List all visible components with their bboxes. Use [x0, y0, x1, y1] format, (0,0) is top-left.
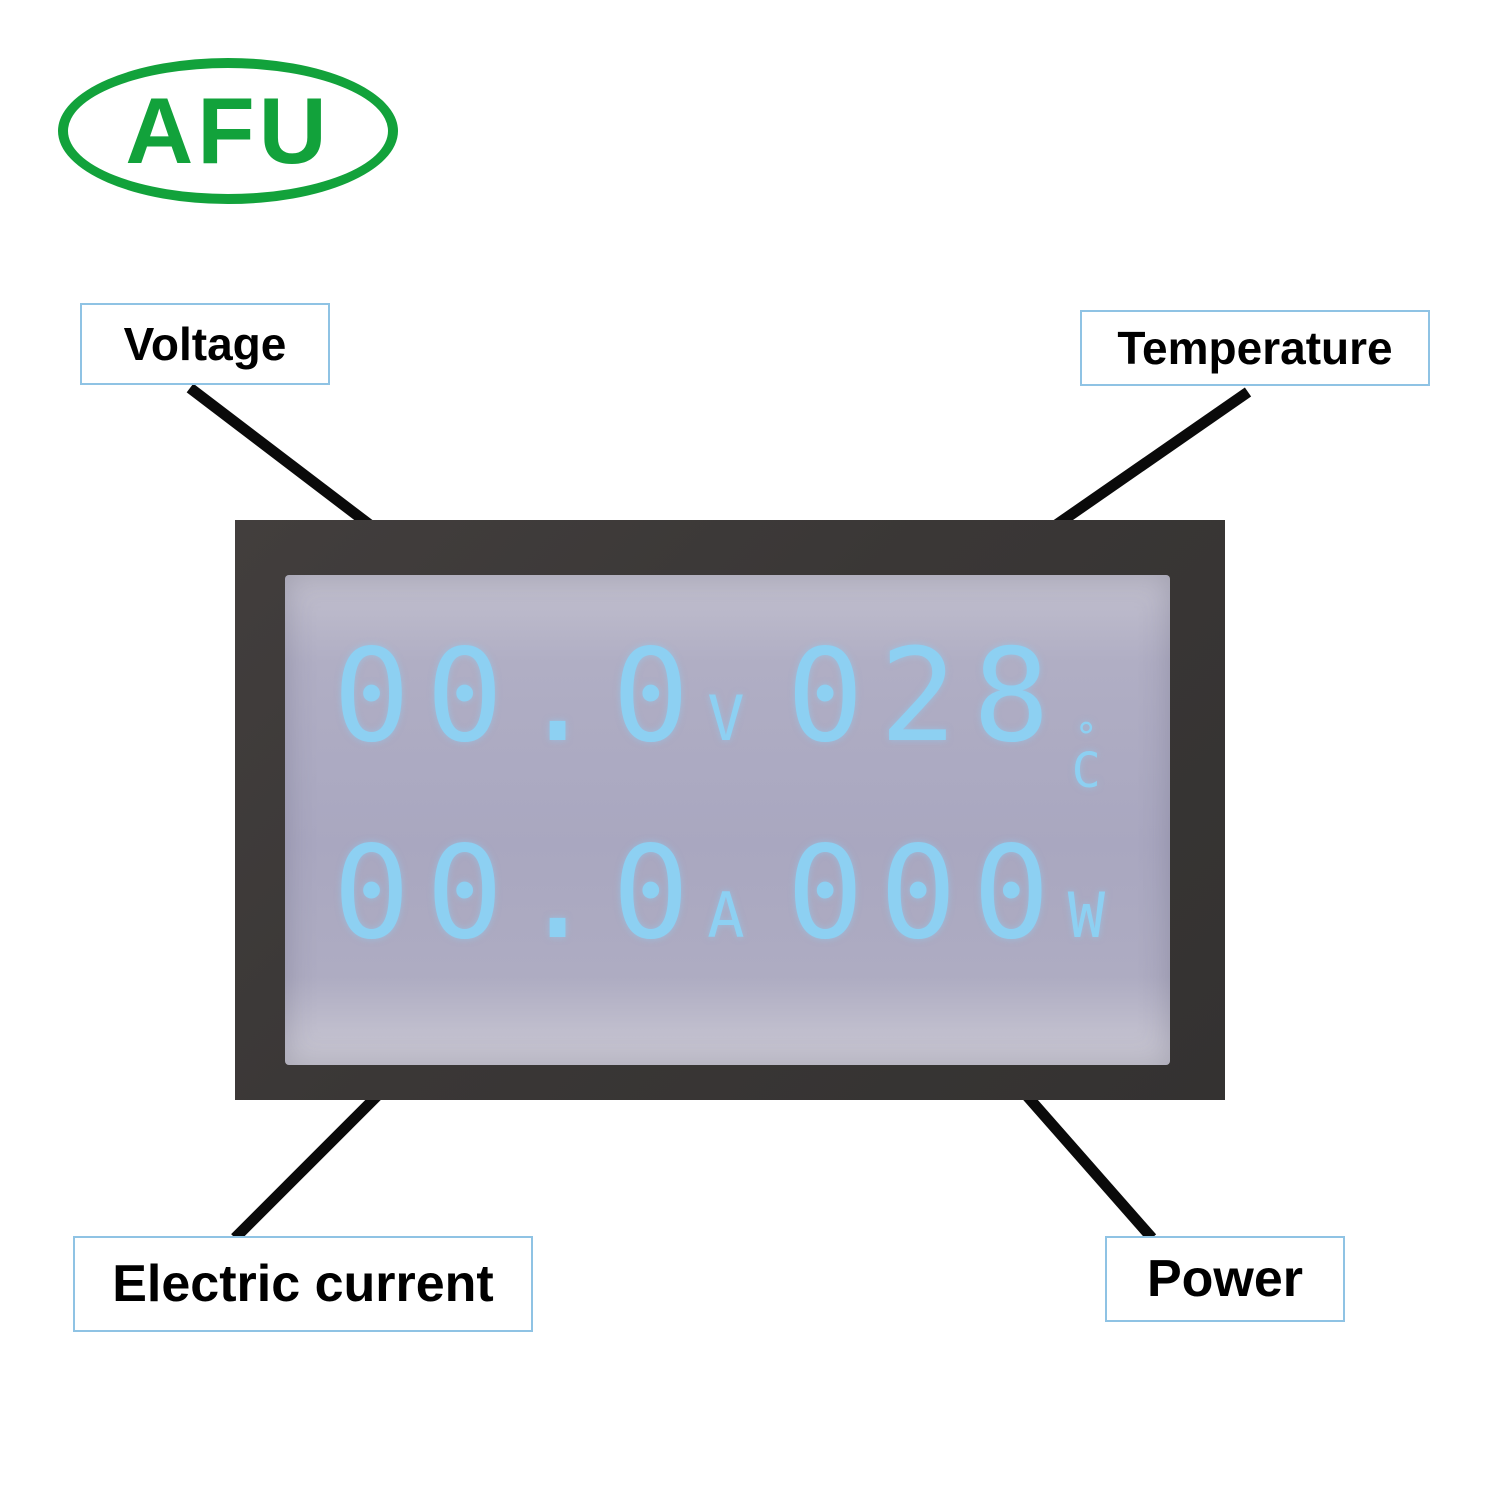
- lcd-row-voltage-temperature: 00.0 V 028 ° C: [333, 622, 1101, 796]
- electric-current-label: Electric current: [73, 1236, 533, 1332]
- degree-symbol: °: [1074, 715, 1098, 759]
- lcd-row-current-power: 00.0 A 000 W: [333, 830, 1105, 958]
- voltage-label: Voltage: [80, 303, 330, 385]
- temperature-value: 028: [786, 622, 1066, 771]
- current-unit: A: [707, 879, 745, 952]
- power-label: Power: [1105, 1236, 1345, 1322]
- voltage-value: 00.0: [333, 622, 706, 771]
- celsius-symbol: C: [1071, 743, 1101, 800]
- lcd-screen: 00.0 V 028 ° C 00.0 A 000 W: [285, 575, 1170, 1065]
- voltage-unit: V: [707, 682, 745, 755]
- power-value: 000: [786, 819, 1066, 968]
- voltage-label-text: Voltage: [123, 318, 287, 370]
- afu-logo: AFU: [58, 58, 398, 204]
- meter-panel: 00.0 V 028 ° C 00.0 A 000 W: [235, 520, 1225, 1100]
- temperature-label-text: Temperature: [1117, 322, 1393, 374]
- temperature-label: Temperature: [1080, 310, 1430, 386]
- afu-logo-text: AFU: [125, 78, 331, 183]
- current-value: 00.0: [333, 819, 706, 968]
- temperature-unit: ° C: [1071, 715, 1101, 800]
- power-unit: W: [1067, 879, 1106, 952]
- power-label-text: Power: [1146, 1250, 1304, 1308]
- electric-current-label-text: Electric current: [112, 1255, 494, 1313]
